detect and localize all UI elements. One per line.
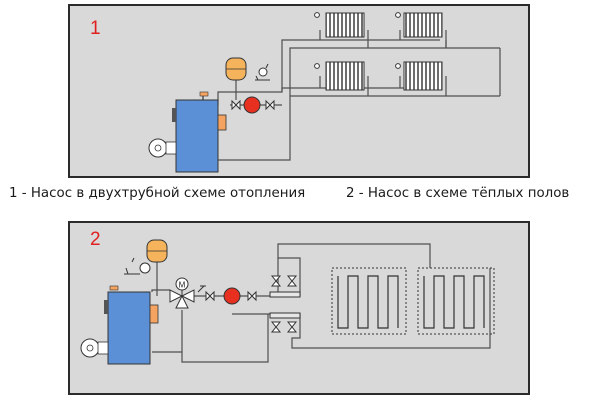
valve-icon — [269, 275, 301, 333]
valve-icon — [205, 290, 257, 302]
supply-pipe — [151, 289, 170, 292]
boiler-icon — [104, 285, 159, 365]
caption-floor-heating: 2 - Насос в схеме тёплых полов — [346, 186, 570, 201]
burner-icon — [148, 138, 177, 158]
caption-row: 1 - Насос в двухтрубной схеме отопления … — [0, 186, 600, 208]
safety-group-icon — [124, 257, 151, 275]
pump-icon — [243, 96, 261, 114]
diagram-panel-two-pipe: 1 — [68, 4, 530, 178]
return-pipe — [232, 268, 491, 349]
return-pipe — [181, 310, 269, 363]
diagram-number: 1 — [90, 18, 101, 39]
radiator-icon — [314, 12, 365, 38]
underfloor-loop-icon — [417, 267, 495, 335]
caption-two-pipe: 1 - Насос в двухтрубной схеме отопления — [9, 186, 306, 201]
radiator-icon — [395, 12, 443, 38]
diagram-number: 2 — [90, 229, 101, 250]
burner-icon — [80, 338, 109, 358]
valve-motor-label: M — [179, 281, 186, 290]
three-way-valve-icon: M — [169, 277, 195, 309]
valve-icon — [231, 99, 275, 111]
return-pipe — [214, 95, 500, 161]
expansion-tank-icon — [146, 239, 168, 263]
safety-group-icon — [255, 63, 270, 81]
boiler-icon — [172, 91, 227, 173]
supply-pipe — [277, 243, 431, 296]
safety-group-icon — [197, 285, 206, 293]
radiator-icon — [395, 61, 443, 91]
pump-icon — [223, 287, 241, 305]
supply-pipe — [281, 87, 440, 92]
radiator-icon — [314, 61, 365, 91]
return-pipe — [289, 47, 500, 96]
floor-heating-scheme — [151, 243, 491, 363]
underfloor-loop-icon — [331, 267, 407, 335]
expansion-tank-icon — [225, 57, 247, 81]
two-pipe-scheme — [214, 30, 501, 161]
